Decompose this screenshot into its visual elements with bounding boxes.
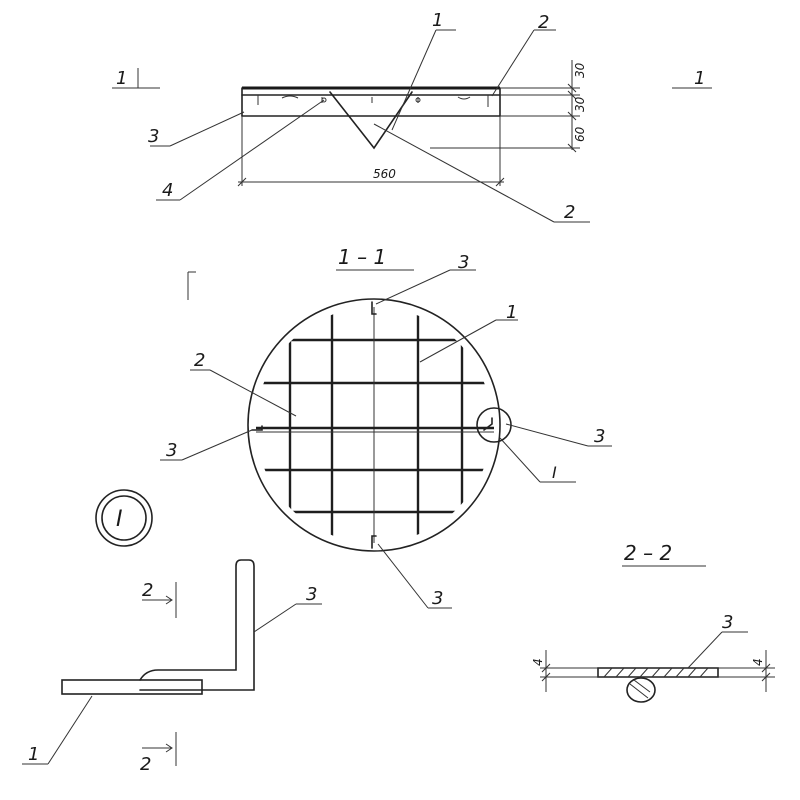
detail-mark-1: 1 [28,744,39,765]
dim-30-a: 30 [573,62,587,78]
section-label-left: 1 [116,68,127,89]
section-22-dim-left: 4 [531,658,545,666]
detail-callout-outer [95,489,153,547]
grid-bars [256,307,492,543]
leader-detail-3 [253,603,297,633]
elevation-view [112,29,712,223]
plan-view [160,269,612,609]
detail-circle [476,407,512,443]
plan-detail-ref: I [552,463,557,482]
bent-bar-3 [139,559,255,691]
dim-60: 60 [573,126,587,142]
bar-3-section [597,667,719,678]
detail-section-top: 2 [142,580,153,601]
leader-3-right [505,423,589,447]
detail-callout [95,489,153,547]
width-dimension [237,116,505,187]
inner-bars [257,95,489,107]
leader-detail-1 [47,695,93,765]
section-22-title: 2 – 2 [624,541,672,565]
leader-3-bottom [377,543,429,609]
mark-4-elev: 4 [162,180,173,201]
plan-mark-3-right: 3 [594,426,605,447]
plate-1 [61,679,203,695]
plan-title: 1 – 1 [338,245,386,269]
vertical-dimensions [430,60,580,153]
round-bar-section [626,677,656,703]
leader-1-plan [419,319,497,363]
v-profile [329,91,413,150]
leader-22-3 [687,631,723,669]
section-22-mark: 3 [722,612,733,633]
leader-2-top [491,29,535,97]
detail-callout-inner [101,495,147,541]
width-dim-text: 560 [373,167,396,181]
leader-3 [169,111,245,147]
hook-right [483,417,493,431]
section-22-dim-right: 4 [751,658,765,666]
section-label-right: 1 [694,68,705,89]
hook-bottom [371,535,377,549]
leader-2-plan [209,369,297,417]
leader-3-top [375,269,451,305]
leader-4 [179,99,325,201]
mark-3-elev: 3 [148,126,159,147]
detail-mark-3: 3 [306,584,317,605]
plan-mark-3-left: 3 [166,440,177,461]
plan-mark-1: 1 [506,302,517,323]
hook-left [251,425,263,431]
hook-top [371,301,377,315]
detail-callout-label: I [116,507,123,532]
section-2-2 [540,565,775,703]
mark-2-elev: 2 [564,202,575,223]
detail-view [22,559,322,766]
plan-mark-3-bottom: 3 [432,588,443,609]
mark-2-top: 2 [538,12,549,33]
detail-section-bottom: 2 [140,754,151,775]
leader-detail [499,437,541,483]
leader-2-bottom [373,123,555,223]
mark-1-top: 1 [432,10,443,31]
leader-3-left [181,429,253,461]
plan-mark-3-top: 3 [458,252,469,273]
plan-mark-2: 2 [194,350,205,371]
leader-1 [391,29,437,131]
grate-outline [247,298,501,552]
dim-30-b: 30 [573,96,587,112]
